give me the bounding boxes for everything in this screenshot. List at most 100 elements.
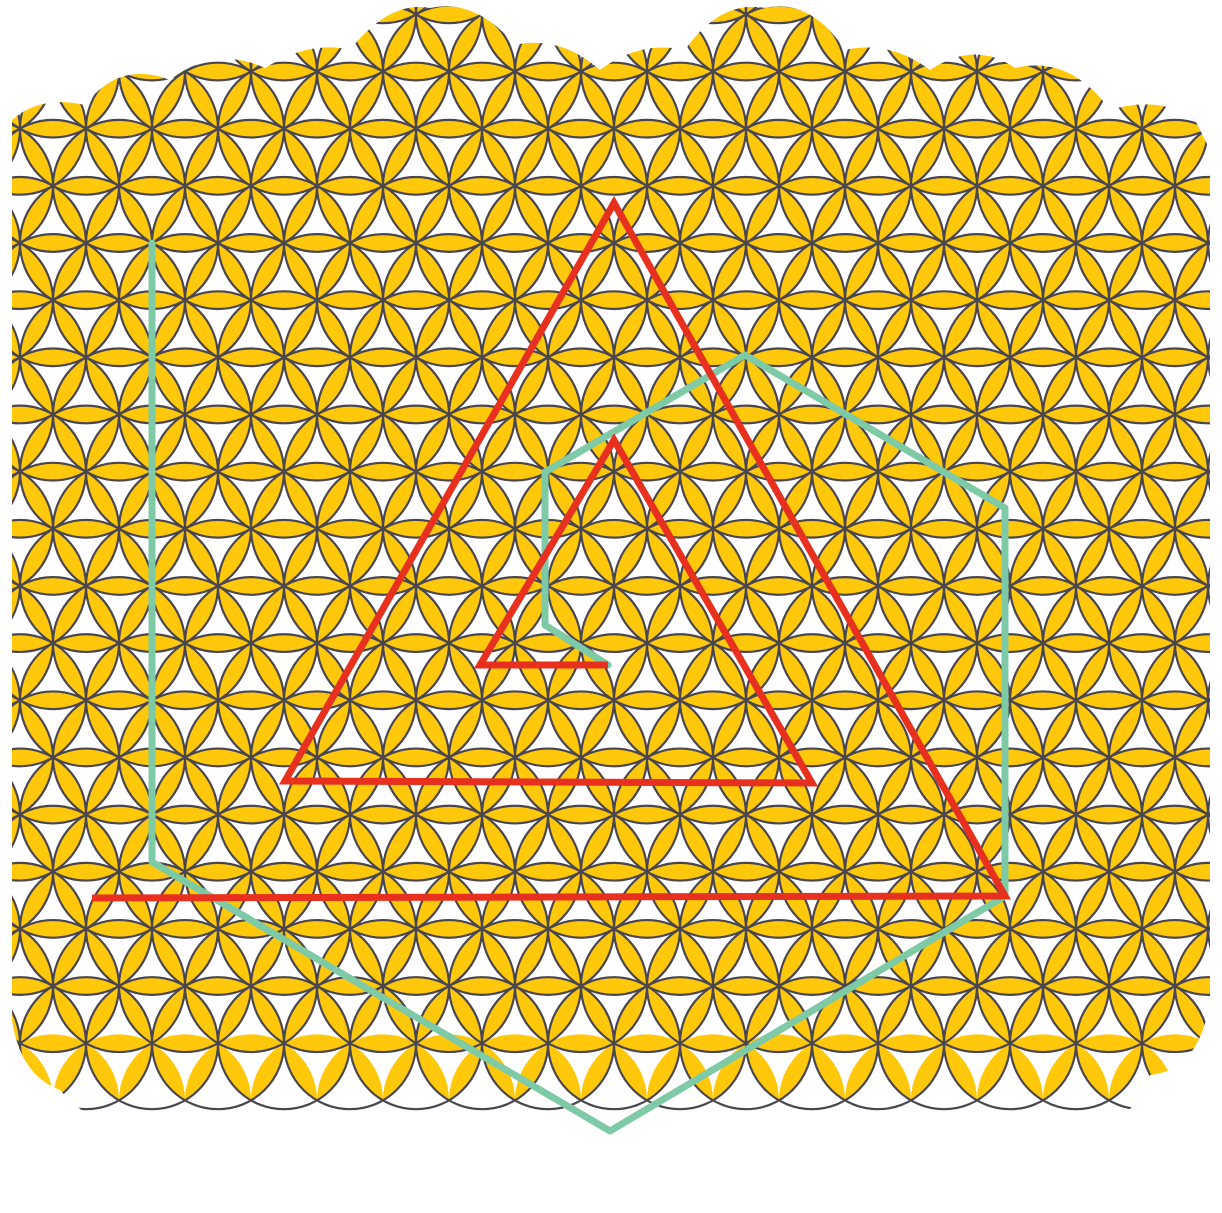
- lattice-circle: [1208, 63, 1222, 195]
- petal: [1208, 691, 1222, 709]
- lattice-circle: [1109, 0, 1222, 23]
- lattice-circle: [251, 0, 383, 23]
- petal: [1076, 0, 1109, 14]
- lattice-circle: [1208, 291, 1222, 423]
- petal: [548, 6, 614, 24]
- petal: [1208, 414, 1222, 471]
- petal: [911, 14, 944, 71]
- petal: [482, 6, 548, 24]
- petal: [548, 0, 581, 14]
- petal: [1142, 14, 1175, 71]
- lattice-circle: [1175, 0, 1222, 23]
- petal: [1208, 129, 1222, 186]
- petal: [614, 6, 680, 24]
- petal: [878, 6, 944, 24]
- petal: [1010, 6, 1076, 24]
- petal: [1208, 186, 1222, 243]
- petal: [86, 0, 119, 14]
- petal: [1208, 234, 1222, 252]
- petal: [53, 63, 119, 81]
- petal: [152, 14, 185, 71]
- petal: [1208, 757, 1222, 814]
- petal: [1043, 0, 1076, 14]
- petal: [515, 0, 548, 14]
- petal: [218, 6, 284, 24]
- petal: [581, 14, 614, 71]
- petal: [1208, 300, 1222, 357]
- lattice-circle: [0, 0, 20, 80]
- petal: [0, 72, 20, 129]
- petal: [218, 0, 251, 14]
- lattice-circle: [977, 0, 1109, 23]
- petal: [1010, 0, 1043, 14]
- lattice-circle: [1208, 177, 1222, 309]
- lattice-circle: [1142, 0, 1222, 80]
- petal: [812, 6, 878, 24]
- petal: [647, 0, 680, 14]
- petal: [317, 0, 350, 14]
- petal: [1208, 72, 1222, 129]
- lattice-circle: [1043, 0, 1175, 23]
- petal: [0, 0, 20, 14]
- petal: [911, 0, 944, 14]
- lattice-circle: [53, 6, 185, 138]
- petal: [20, 0, 53, 14]
- petal: [1208, 586, 1222, 643]
- petal: [1208, 643, 1222, 700]
- petal: [1109, 14, 1142, 71]
- lattice-circle: [845, 0, 977, 23]
- petal: [251, 0, 284, 14]
- petal: [0, 63, 53, 81]
- petal: [1175, 63, 1222, 81]
- petal: [1208, 348, 1222, 366]
- lattice-circle: [20, 0, 152, 80]
- petal: [1208, 872, 1222, 929]
- petal: [350, 0, 383, 14]
- lattice-circle: [1208, 0, 1222, 80]
- petal: [845, 0, 878, 14]
- petal: [1109, 63, 1175, 81]
- petal: [1208, 14, 1222, 71]
- petal: [1076, 14, 1109, 71]
- lattice-circle: [1208, 634, 1222, 766]
- petal: [1208, 357, 1222, 414]
- petal: [944, 6, 1010, 24]
- petal: [1208, 1034, 1222, 1052]
- petal: [482, 0, 515, 14]
- lattice-circle: [0, 977, 20, 1109]
- lattice-circle: [119, 0, 251, 23]
- lattice-circle: [911, 0, 1043, 23]
- lattice-circle: [1208, 977, 1222, 1109]
- lattice-circle: [581, 0, 713, 23]
- petal: [185, 0, 218, 14]
- petal: [1175, 0, 1208, 14]
- petal: [0, 14, 20, 71]
- petal: [581, 0, 614, 14]
- petal: [1043, 14, 1076, 71]
- petal: [1208, 986, 1222, 1043]
- lattice-circle: [1208, 749, 1222, 881]
- lattice-circle: [1208, 406, 1222, 538]
- petal: [20, 14, 53, 71]
- petal: [1010, 14, 1043, 71]
- petal: [1208, 0, 1222, 14]
- petal: [86, 14, 119, 71]
- petal: [1208, 806, 1222, 824]
- petal: [0, 6, 20, 24]
- lattice-circle: [515, 0, 647, 23]
- petal: [878, 0, 911, 14]
- petal: [152, 0, 185, 14]
- petal: [812, 0, 845, 14]
- lattice-circle: [0, 0, 119, 23]
- petal: [1208, 920, 1222, 938]
- lattice-circle: [0, 0, 86, 80]
- lattice-circle: [1208, 863, 1222, 995]
- petal: [1208, 700, 1222, 757]
- lattice-circle: [1175, 6, 1222, 138]
- petal: [680, 0, 713, 14]
- petal: [284, 0, 317, 14]
- petal: [1208, 463, 1222, 481]
- lattice-circle: [1076, 0, 1208, 80]
- petal: [1142, 6, 1208, 24]
- petal: [86, 6, 152, 24]
